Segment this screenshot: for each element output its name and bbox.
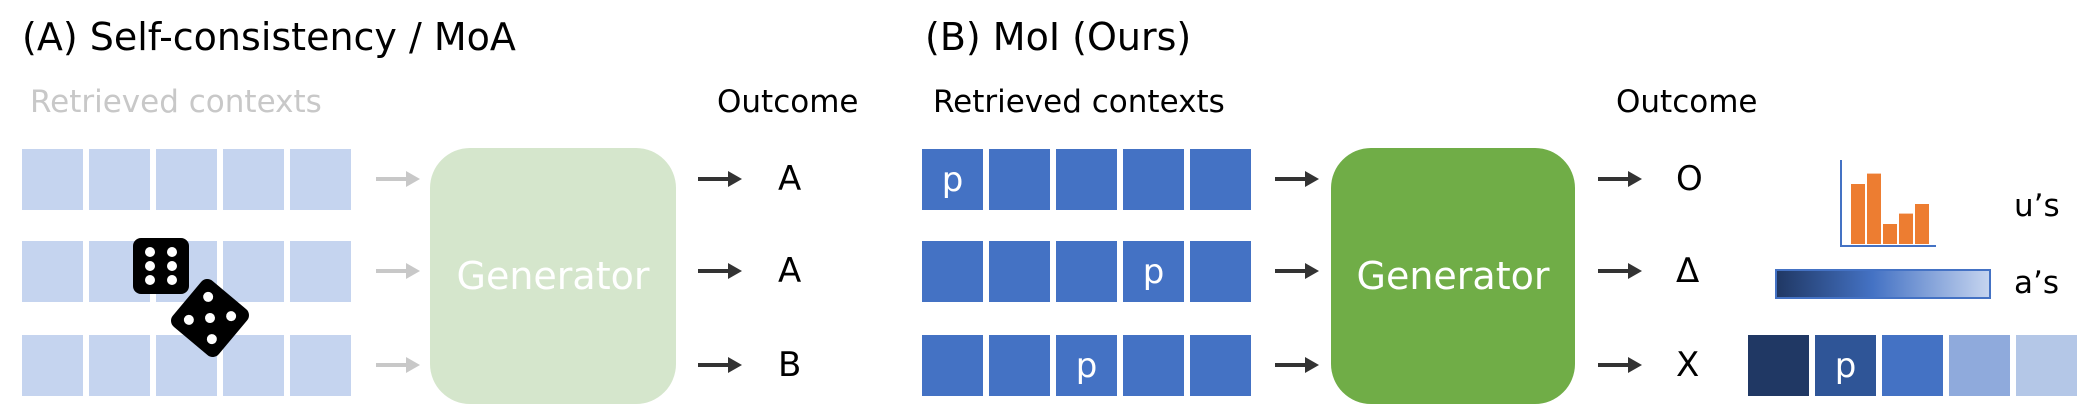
context-cell bbox=[1123, 335, 1184, 396]
generator-to-outcome-arrow bbox=[1598, 355, 1642, 379]
generator-to-outcome-arrow bbox=[698, 169, 742, 193]
panel-a-generator-label: Generator bbox=[456, 254, 650, 298]
context-cell bbox=[922, 241, 983, 302]
passage-p-cell: p bbox=[922, 149, 983, 210]
weighted-context-cell bbox=[1949, 335, 2010, 396]
passage-p-cell: p bbox=[1056, 335, 1117, 396]
context-cell bbox=[223, 149, 284, 210]
context-cell bbox=[22, 335, 83, 396]
outcome-value: A bbox=[778, 159, 802, 199]
context-cell bbox=[89, 335, 150, 396]
context-cell bbox=[156, 149, 217, 210]
context-to-generator-arrow bbox=[376, 355, 420, 379]
outcome-value: X bbox=[1676, 345, 1700, 385]
outcome-value: O bbox=[1676, 159, 1703, 199]
context-to-generator-arrow bbox=[1275, 355, 1319, 379]
outcome-value: B bbox=[778, 345, 802, 385]
panel-a-title: (A) Self-consistency / MoA bbox=[22, 15, 516, 59]
context-cell bbox=[22, 149, 83, 210]
context-cell bbox=[1123, 149, 1184, 210]
context-to-generator-arrow bbox=[376, 169, 420, 193]
panel-b-generator-label: Generator bbox=[1356, 254, 1550, 298]
a-label: a’s bbox=[2014, 265, 2060, 301]
panel-a-contexts-label: Retrieved contexts bbox=[30, 84, 322, 120]
passage-p-cell: p bbox=[1815, 335, 1876, 396]
generator-to-outcome-arrow bbox=[698, 261, 742, 285]
panel-a-generator: Generator bbox=[430, 148, 676, 404]
context-cell bbox=[1190, 241, 1251, 302]
context-to-generator-arrow bbox=[1275, 261, 1319, 285]
dice-icon bbox=[133, 238, 249, 357]
generator-to-outcome-arrow bbox=[1598, 169, 1642, 193]
context-cell bbox=[989, 149, 1050, 210]
panel-b-outcome-label: Outcome bbox=[1616, 84, 1758, 120]
context-cell bbox=[22, 241, 83, 302]
histogram-bar bbox=[1851, 184, 1865, 244]
context-to-generator-arrow bbox=[1275, 169, 1319, 193]
context-cell bbox=[989, 335, 1050, 396]
context-cell bbox=[1190, 335, 1251, 396]
a-gradient-bar bbox=[1775, 269, 1991, 299]
u-histogram bbox=[1840, 160, 1936, 247]
context-cell bbox=[1190, 149, 1251, 210]
context-cell bbox=[223, 241, 284, 302]
weighted-context-cell bbox=[1748, 335, 1809, 396]
passage-p-cell: p bbox=[1123, 241, 1184, 302]
panel-a-outcome-label: Outcome bbox=[717, 84, 859, 120]
context-cell bbox=[1056, 149, 1117, 210]
context-cell bbox=[290, 335, 351, 396]
u-label: u’s bbox=[2014, 188, 2060, 224]
context-to-generator-arrow bbox=[376, 261, 420, 285]
generator-to-outcome-arrow bbox=[698, 355, 742, 379]
histogram-bar bbox=[1915, 204, 1929, 244]
panel-b-contexts-label: Retrieved contexts bbox=[933, 84, 1225, 120]
histogram-bar bbox=[1883, 224, 1897, 244]
panel-b-title: (B) MoI (Ours) bbox=[925, 15, 1192, 59]
panel-b-generator: Generator bbox=[1331, 148, 1575, 404]
context-cell bbox=[989, 241, 1050, 302]
context-cell bbox=[922, 335, 983, 396]
context-cell bbox=[290, 149, 351, 210]
weighted-context-cell bbox=[2016, 335, 2077, 396]
context-cell bbox=[223, 335, 284, 396]
outcome-value: Δ bbox=[1676, 251, 1700, 291]
generator-to-outcome-arrow bbox=[1598, 261, 1642, 285]
outcome-value: A bbox=[778, 251, 802, 291]
histogram-bar bbox=[1899, 213, 1913, 244]
context-cell bbox=[89, 149, 150, 210]
histogram-axis bbox=[1840, 160, 1936, 247]
context-cell bbox=[290, 241, 351, 302]
context-cell bbox=[1056, 241, 1117, 302]
weighted-context-cell bbox=[1882, 335, 1943, 396]
histogram-bar bbox=[1867, 173, 1881, 244]
